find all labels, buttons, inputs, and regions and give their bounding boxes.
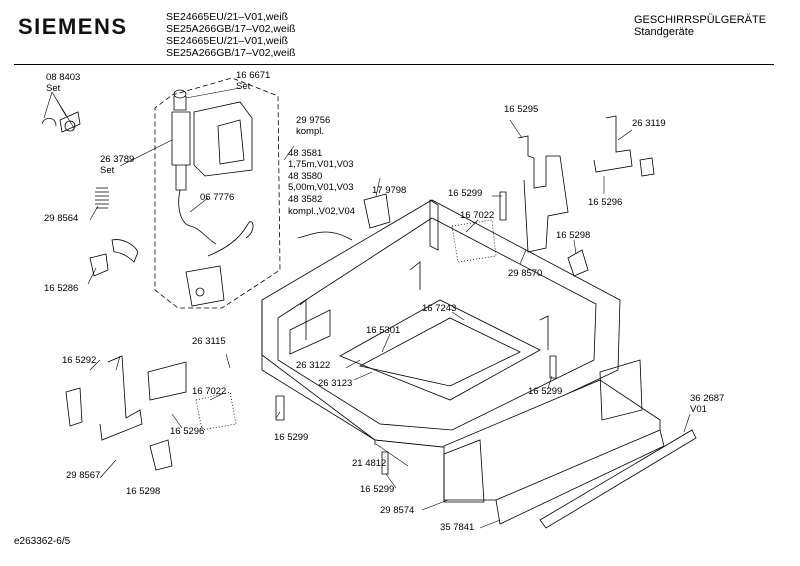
leader-lines: [44, 88, 690, 528]
part-label-483581: 48 3581: [288, 148, 323, 159]
model-line: SE25A266GB/17–V02,weiß: [166, 23, 296, 35]
left-slide: [196, 392, 236, 430]
part-label-165292: 16 5292: [62, 355, 97, 366]
hose-clamp: [42, 112, 80, 132]
part-label-483582-spec: kompl.,V02,V04: [288, 206, 356, 217]
hose-bracket: [90, 254, 108, 276]
model-line: SE24665EU/21–V01,weiß: [166, 11, 288, 23]
part-label-165298-a: 16 5298: [556, 230, 591, 241]
part-label-483580-spec: 5,00m,V01,V03: [288, 182, 354, 193]
drawing-code: e263362-6/5: [14, 536, 71, 547]
part-label-362687: 36 2687: [690, 393, 725, 404]
part-label-167022-a: 16 7022: [460, 210, 495, 221]
part-label-362687-v: V01: [690, 404, 707, 415]
part-label-263122: 26 3122: [296, 360, 331, 371]
part-label-263119: 26 3119: [632, 118, 666, 129]
part-label-165286: 16 5286: [44, 283, 79, 294]
part-label-166671-set: Set: [236, 81, 251, 92]
part-label-165296-a: 16 5296: [588, 197, 623, 208]
right-lever: [568, 250, 588, 276]
part-label-179798: 17 9798: [372, 185, 407, 196]
hose-end: [112, 240, 138, 262]
wire-harness: [179, 190, 253, 256]
part-label-357841: 35 7841: [440, 522, 475, 533]
part-label-167022-b: 16 7022: [192, 386, 227, 397]
part-label-299756-kompl: kompl.: [296, 126, 324, 137]
part-label-263115: 26 3115: [192, 336, 226, 347]
part-label-165299-a: 16 5299: [448, 188, 483, 199]
part-label-165298-b: 16 5298: [126, 486, 161, 497]
power-cord: [298, 232, 352, 240]
right-feet-clip: [640, 158, 654, 176]
part-label-298567: 29 8567: [66, 470, 101, 481]
part-label-167243: 16 7243: [422, 303, 457, 314]
part-label-214812: 21 4812: [352, 458, 387, 469]
plinth-panel: [496, 430, 664, 524]
part-label-165296-b: 16 5296: [170, 426, 205, 437]
part-label-483582: 48 3582: [288, 194, 323, 205]
part-label-483581-spec: 1,75m,V01,V03: [288, 159, 354, 170]
category: GESCHIRRSPÜLGERÄTE Standgeräte: [634, 14, 766, 38]
part-label-088403: 08 8403: [46, 72, 81, 83]
model-line: SE25A266GB/17–V02,weiß: [166, 47, 296, 59]
part-label-165301: 16 5301: [366, 325, 401, 336]
trim-strip: [540, 430, 696, 528]
left-top-bracket: [148, 362, 186, 400]
header-divider: [14, 64, 774, 65]
set-boundary: [155, 78, 280, 308]
left-lever: [150, 440, 172, 470]
part-label-298570: 29 8570: [508, 268, 543, 279]
part-label-483580: 48 3580: [288, 171, 323, 182]
part-label-263123: 26 3123: [318, 378, 353, 389]
part-label-165299-b: 16 5299: [274, 432, 309, 443]
left-foot-pad: [66, 388, 82, 426]
part-label-166671: 16 6671: [236, 70, 271, 81]
model-line: SE24665EU/21–V01,weiß: [166, 35, 288, 47]
model-list: SE24665EU/21–V01,weiß SE25A266GB/17–V02,…: [166, 11, 296, 59]
filter-housing: [364, 194, 390, 228]
part-label-298564: 29 8564: [44, 213, 79, 224]
part-label-165295: 16 5295: [504, 104, 539, 115]
part-label-165299-c: 16 5299: [528, 386, 563, 397]
spring: [95, 188, 109, 208]
part-label-165299-d: 16 5299: [360, 484, 395, 495]
brand-logo: SIEMENS: [18, 14, 128, 39]
foot: [276, 192, 556, 474]
control-bracket: [186, 266, 224, 306]
water-inlet-valve: [172, 90, 252, 190]
category-subtitle: Standgeräte: [634, 26, 694, 38]
part-label-263789-set: Set: [100, 165, 115, 176]
part-label-088403-set: Set: [46, 83, 61, 94]
part-label-263789: 26 3789: [100, 154, 135, 165]
part-label-067776: 06 7776: [200, 192, 235, 203]
base-frame: [262, 200, 620, 448]
left-hinge-bracket: [100, 356, 142, 440]
part-label-298574: 29 8574: [380, 505, 415, 516]
part-label-299756: 29 9756: [296, 115, 331, 126]
right-hinge-bracket: [518, 136, 568, 252]
right-top-bracket: [594, 116, 632, 172]
category-title: GESCHIRRSPÜLGERÄTE: [634, 14, 767, 26]
